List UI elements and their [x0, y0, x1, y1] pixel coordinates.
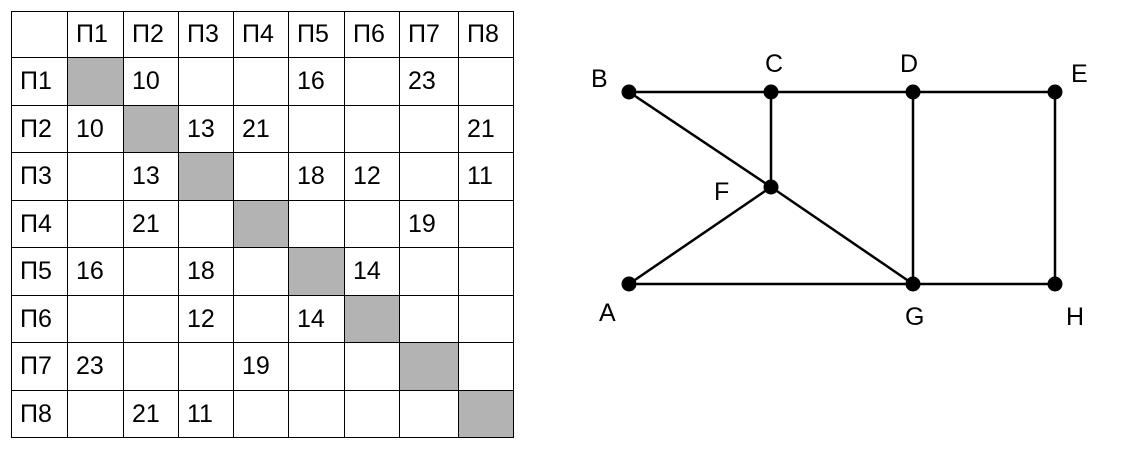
table-cell: 21 — [458, 105, 514, 153]
row-header: П3 — [11, 152, 68, 201]
row-header: П7 — [11, 342, 68, 391]
node-E — [1047, 84, 1063, 100]
node-label-F: F — [714, 178, 729, 206]
row-header: П1 — [11, 57, 68, 106]
table-cell: 18 — [178, 247, 234, 296]
node-label-B: B — [591, 65, 608, 93]
table-cell: 14 — [288, 295, 345, 343]
node-C — [763, 84, 779, 100]
table-cell — [288, 200, 345, 248]
node-label-G: G — [905, 303, 924, 331]
edge-F-G — [770, 185, 914, 286]
table-cell — [399, 342, 459, 391]
column-header: П8 — [458, 11, 514, 58]
table-cell: 13 — [178, 105, 234, 153]
table-cell — [233, 295, 289, 343]
table-cell — [67, 295, 124, 343]
edge-B-F — [628, 90, 772, 189]
table-cell — [344, 200, 400, 248]
edge-A-F — [628, 185, 772, 286]
table-cell: 16 — [288, 57, 345, 106]
column-header: П3 — [178, 11, 234, 58]
node-label-D: D — [900, 50, 918, 78]
table-cell — [288, 342, 345, 391]
table-cell: 19 — [233, 342, 289, 391]
table-cell — [399, 295, 459, 343]
column-header — [11, 11, 68, 58]
table-cell: 11 — [178, 390, 234, 438]
column-header: П4 — [233, 11, 289, 58]
table-cell — [67, 390, 124, 438]
table-cell — [458, 200, 514, 248]
table-cell: 19 — [399, 200, 459, 248]
table-row: П4 21 19 — [11, 200, 514, 248]
table-cell — [233, 200, 289, 248]
table-cell — [344, 390, 400, 438]
node-label-A: A — [599, 299, 616, 327]
node-F — [763, 179, 779, 195]
node-label-H: H — [1066, 303, 1084, 331]
row-header: П8 — [11, 390, 68, 438]
table-cell — [233, 152, 289, 201]
node-label-E: E — [1071, 60, 1088, 88]
column-header: П7 — [399, 11, 459, 58]
table-cell — [67, 57, 124, 106]
table-cell — [123, 342, 179, 391]
table-cell — [178, 200, 234, 248]
table-cell: 10 — [123, 57, 179, 106]
node-H — [1047, 276, 1063, 292]
table-cell: 12 — [344, 152, 400, 201]
node-D — [905, 84, 921, 100]
table-cell — [178, 152, 234, 201]
table-cell — [344, 295, 400, 343]
table-cell — [399, 247, 459, 296]
table-cell: 23 — [399, 57, 459, 106]
table-cell — [123, 105, 179, 153]
table-cell — [458, 342, 514, 391]
table-cell: 10 — [67, 105, 124, 153]
row-header: П2 — [11, 105, 68, 153]
table-cell — [344, 57, 400, 106]
table-cell — [288, 247, 345, 296]
table-cell: 14 — [344, 247, 400, 296]
table-cell — [458, 390, 514, 438]
node-label-C: C — [765, 50, 783, 78]
table-row: П1 10 16 23 — [11, 57, 514, 106]
table-cell — [288, 390, 345, 438]
row-header: П6 — [11, 295, 68, 343]
table-cell — [67, 200, 124, 248]
column-header: П6 — [344, 11, 400, 58]
row-header: П4 — [11, 200, 68, 248]
table-cell — [233, 57, 289, 106]
column-header: П5 — [288, 11, 345, 58]
row-header: П5 — [11, 247, 68, 296]
table-cell — [178, 57, 234, 106]
table-cell: 21 — [123, 390, 179, 438]
table-cell: 21 — [123, 200, 179, 248]
table-cell — [123, 295, 179, 343]
node-B — [621, 84, 637, 100]
table-cell — [178, 342, 234, 391]
node-A — [621, 276, 637, 292]
node-G — [905, 276, 921, 292]
